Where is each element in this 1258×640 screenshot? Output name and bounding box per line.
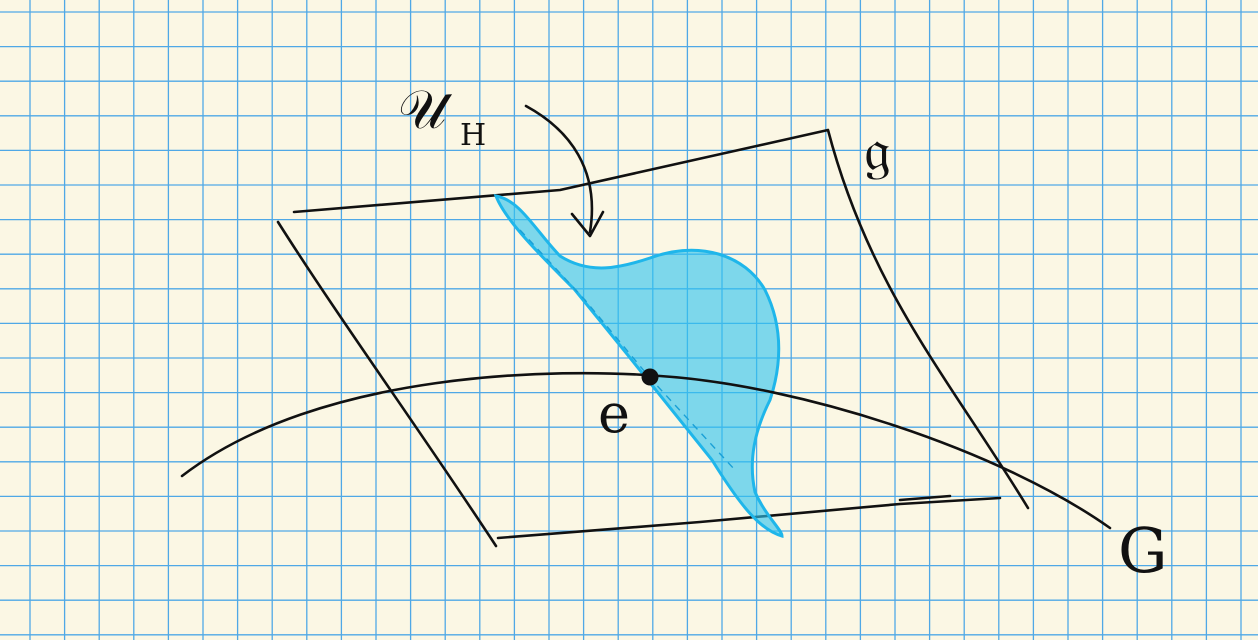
pointer-arrow — [524, 104, 594, 234]
lie-algebra-label: 𝔤 — [864, 115, 891, 185]
tangent-plane-edge — [292, 128, 1030, 510]
tangent-plane-tick — [898, 494, 952, 502]
tangent-plane-edge — [276, 220, 498, 548]
neighborhood-subscript: H — [460, 118, 486, 153]
identity-label: e — [598, 382, 630, 445]
neighborhood-label: 𝒰 — [398, 78, 453, 141]
pointer-arrowhead — [570, 210, 605, 238]
neighborhood-dash — [519, 229, 736, 471]
lie-group-label: G — [1118, 514, 1168, 587]
tangent-plane-edge — [496, 496, 1002, 540]
neighborhood-fill — [493, 194, 784, 538]
identity-point — [641, 368, 659, 386]
lie-group-curve — [180, 371, 1112, 530]
